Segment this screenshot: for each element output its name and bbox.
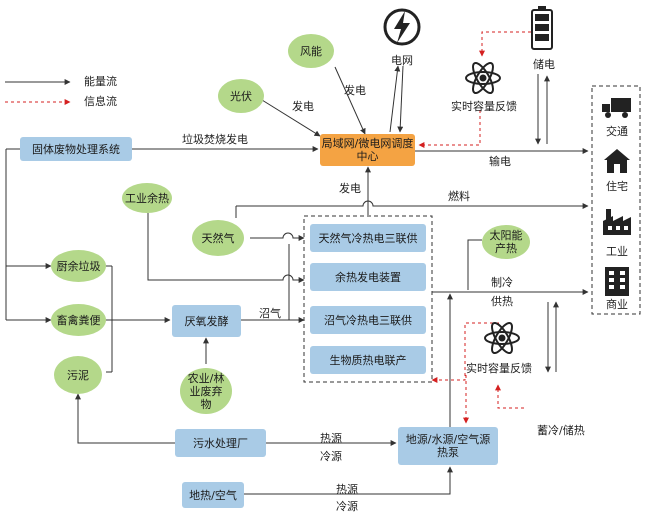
sewage-plant-node: 污水处理厂 [175, 429, 266, 457]
cchp-biogas-node: 沼气冷热电三联供 [310, 306, 426, 334]
flow-label-cold-source-1: 冷源 [320, 450, 342, 463]
solid-waste-system-node: 固体废物处理系统 [20, 137, 132, 161]
building-icon [605, 267, 629, 296]
wind-node: 风能 [288, 34, 334, 68]
factory-icon [603, 209, 631, 235]
feedback-top-label: 实时容量反馈 [451, 100, 517, 113]
flow-label-cold-source-2: 冷源 [336, 500, 358, 513]
truck-icon [602, 98, 631, 118]
flow-label-fuel: 燃料 [448, 190, 470, 203]
legend-info-label: 信息流 [84, 95, 117, 108]
industrial-waste-heat-node: 工业余热 [122, 183, 172, 213]
flow-label-heat-source-2: 热源 [336, 483, 358, 496]
flow-label-waste-power: 垃圾焚烧发电 [182, 133, 248, 146]
cchp-natural-gas-node: 天然气冷热电三联供 [310, 224, 426, 252]
solar-heat-node: 太阳能产热 [482, 225, 530, 259]
user-transport-label: 交通 [606, 125, 628, 138]
user-industry-label: 工业 [606, 245, 628, 258]
storage-label: 储电 [533, 58, 555, 71]
natural-gas-node: 天然气 [192, 220, 244, 256]
grid-label: 电网 [391, 54, 413, 67]
sludge-node: 污泥 [54, 356, 102, 394]
flow-label-generate-center: 发电 [339, 182, 361, 195]
kitchen-waste-node: 厨余垃圾 [51, 250, 106, 282]
flow-label-cooling: 制冷 [491, 276, 513, 289]
flow-label-heating: 供热 [491, 295, 513, 308]
legend-energy-label: 能量流 [84, 75, 117, 88]
biomass-chp-node: 生物质热电联产 [310, 346, 426, 374]
house-icon [604, 149, 630, 173]
lightning-icon [383, 8, 421, 46]
user-residential-label: 住宅 [606, 180, 628, 193]
atom-icon [484, 321, 520, 355]
user-commercial-label: 商业 [606, 298, 628, 311]
battery-icon [531, 6, 553, 50]
geothermal-air-node: 地热/空气 [182, 482, 244, 508]
heat-pump-node: 地源/水源/空气源热泵 [398, 427, 498, 465]
atom-icon [465, 61, 501, 95]
flow-label-heat-source-1: 热源 [320, 432, 342, 445]
flow-label-biogas: 沼气 [259, 307, 281, 320]
waste-heat-generator-node: 余热发电装置 [310, 263, 426, 291]
manure-node: 畜禽粪便 [51, 304, 106, 336]
flow-label-thermal-storage: 蓄冷/储热 [537, 424, 585, 437]
pv-node: 光伏 [218, 79, 264, 113]
flow-label-generate-wind: 发电 [344, 84, 366, 97]
feedback-bottom-label: 实时容量反馈 [466, 362, 532, 375]
anaerobic-fermentation-node: 厌氧发酵 [172, 305, 241, 337]
agri-forestry-waste-node: 农业/林业废弃物 [180, 368, 232, 414]
dispatch-center-node: 局域网/微电网调度中心 [320, 134, 415, 166]
flow-label-transmission: 输电 [489, 155, 511, 168]
flow-label-generate-pv: 发电 [292, 100, 314, 113]
